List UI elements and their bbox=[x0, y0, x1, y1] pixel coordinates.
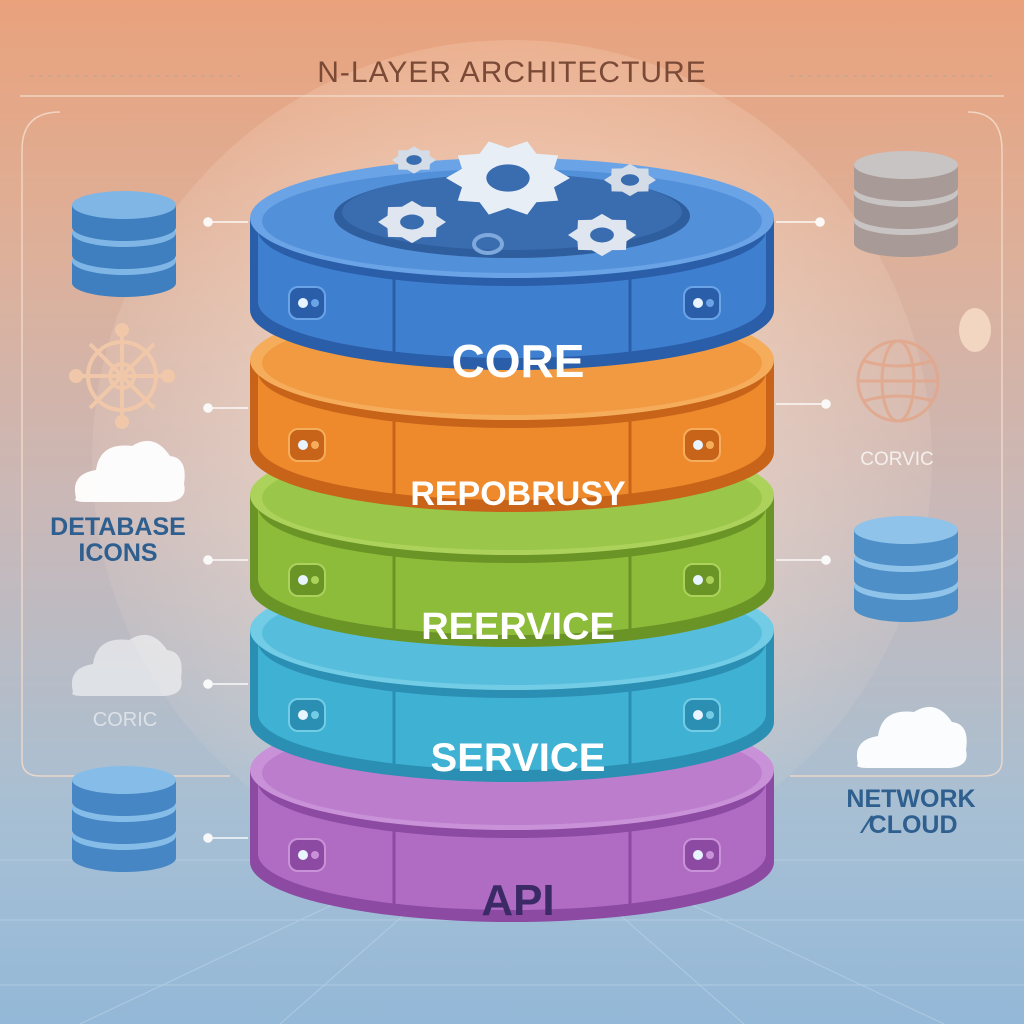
orb-decoration bbox=[959, 308, 991, 352]
cloud-icon bbox=[71, 634, 182, 696]
database-icon bbox=[72, 766, 176, 872]
database-icons-label: DETABASE ICONS bbox=[18, 514, 218, 567]
indicator-light bbox=[683, 286, 721, 320]
layer-label-repository: REPOBRUSY bbox=[410, 475, 626, 513]
layer-stack bbox=[250, 141, 774, 922]
network-cloud-label: NETWORK ∕CLOUD bbox=[826, 786, 996, 839]
indicator-light bbox=[288, 286, 326, 320]
indicator-light bbox=[683, 563, 721, 597]
cloud-icon bbox=[856, 706, 967, 768]
gear-icon bbox=[334, 141, 690, 258]
diagram-title: N-LAYER ARCHITECTURE bbox=[317, 56, 707, 89]
indicator-light bbox=[683, 838, 721, 872]
indicator-light bbox=[683, 698, 721, 732]
corvic-label: CORVIC bbox=[860, 449, 934, 470]
layer-label-reervice: REERVICE bbox=[421, 606, 615, 648]
database-label-line-2: ICONS bbox=[78, 539, 158, 568]
network-node-icon bbox=[69, 323, 175, 429]
network-label-line-2: ∕CLOUD bbox=[864, 811, 958, 840]
indicator-light bbox=[288, 838, 326, 872]
database-icon bbox=[854, 151, 958, 257]
indicator-light bbox=[683, 428, 721, 462]
indicator-light bbox=[288, 563, 326, 597]
indicator-light bbox=[288, 428, 326, 462]
coric-label: CORIC bbox=[92, 709, 158, 731]
indicator-light bbox=[288, 698, 326, 732]
network-label-line-1: NETWORK bbox=[846, 785, 976, 813]
cloud-icon bbox=[74, 440, 185, 502]
layer-label-service: SERVICE bbox=[430, 736, 606, 780]
database-icon bbox=[72, 191, 176, 297]
layer-label-core: CORE bbox=[451, 335, 585, 387]
database-icon bbox=[854, 516, 958, 622]
globe-icon bbox=[856, 339, 940, 423]
layer-label-api: API bbox=[481, 876, 555, 925]
database-label-line-1: DETABASE bbox=[50, 513, 186, 541]
